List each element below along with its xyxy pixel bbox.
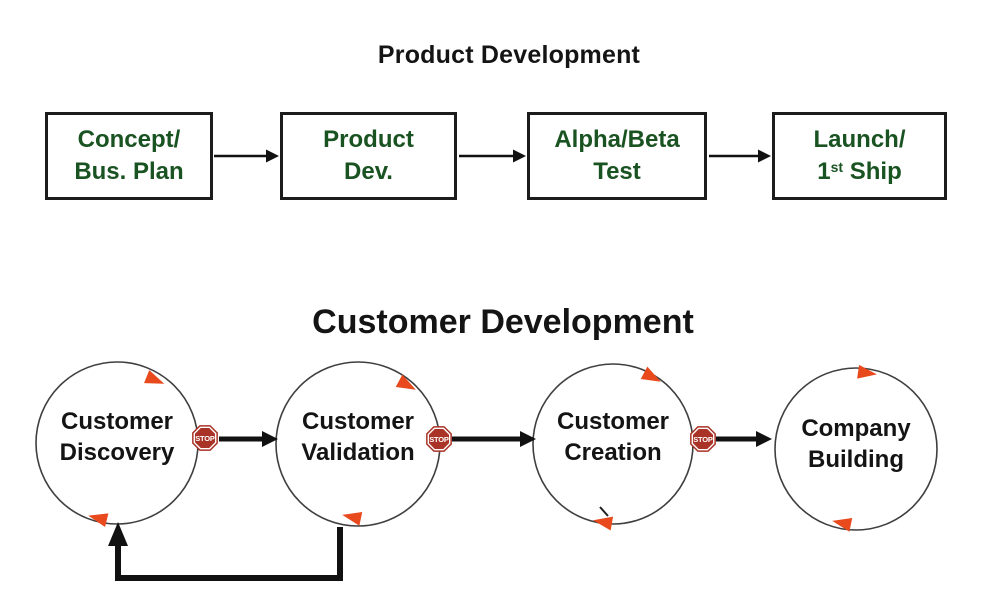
stop-sign-octagon	[426, 426, 452, 452]
circle-label-line: Building	[808, 446, 904, 473]
box-label-line: Dev.	[344, 158, 393, 185]
cycle-arrowhead-icon	[144, 370, 165, 384]
feedback-loop-arrow	[108, 522, 343, 581]
box-label-line: Product	[323, 126, 414, 153]
circle-connector-arrows	[219, 431, 772, 447]
cycle-arrowhead-icon	[640, 366, 661, 382]
circle-label-line: Company	[801, 415, 911, 442]
box-label-superscript: st	[830, 159, 844, 175]
box-label-line: Test	[593, 158, 641, 185]
stop-sign-label: STOP	[429, 435, 449, 444]
stop-sign-icon: STOP	[426, 426, 452, 452]
label-customer-creation: Customer Creation	[521, 406, 705, 468]
arrowhead-up-icon	[108, 522, 128, 546]
circle-label-line: Customer	[60, 408, 174, 435]
stop-sign-icon: STOP	[192, 425, 218, 451]
label-company-building: Company Building	[764, 413, 948, 475]
box-label-ordinal: 1	[817, 158, 831, 185]
cycle-arrowhead-icon	[593, 516, 614, 531]
arrowhead-icon	[266, 149, 279, 163]
box-concept-bus-plan: Concept/ Bus. Plan	[45, 112, 213, 200]
circle-company-building	[774, 367, 938, 531]
box-launch-first-ship: Launch/ 1st Ship	[772, 112, 947, 200]
arrowhead-icon	[262, 431, 278, 447]
cycle-arrowhead-icon	[857, 364, 877, 379]
stop-sign-icon: STOP	[690, 426, 716, 452]
box-label-line: Alpha/Beta	[554, 126, 680, 153]
stop-sign-ring	[193, 426, 217, 450]
box-label-rest: Ship	[843, 158, 902, 185]
circle-label-line: Creation	[564, 439, 662, 466]
box-alpha-beta-test: Alpha/Beta Test	[527, 112, 707, 200]
arrowhead-icon	[520, 431, 536, 447]
arrowhead-icon	[756, 431, 772, 447]
circle-label-line: Discovery	[59, 439, 175, 466]
cycle-arrowheads	[88, 364, 877, 532]
label-customer-discovery: Customer Discovery	[25, 406, 209, 468]
customer-development-title: Customer Development	[312, 303, 694, 341]
stop-sign-octagon	[690, 426, 716, 452]
arrowhead-icon	[513, 149, 526, 163]
stop-sign-label: STOP	[195, 434, 215, 443]
label-customer-validation: Customer Validation	[266, 406, 450, 468]
circle-label-line: Validation	[301, 439, 415, 466]
cycle-arrowhead-icon	[88, 513, 109, 527]
product-development-title: Product Development	[377, 41, 641, 69]
box-product-dev: Product Dev.	[280, 112, 457, 200]
stop-sign-label: STOP	[693, 435, 713, 444]
cycle-arrowhead-icon	[832, 518, 853, 532]
stop-sign-octagon	[192, 425, 218, 451]
box-label-line: Bus. Plan	[74, 158, 184, 185]
feedback-loop-line	[115, 527, 343, 581]
cycle-arrowhead-icon	[342, 512, 363, 526]
box-connector-arrows	[214, 149, 771, 163]
box-label-line: Concept/	[77, 126, 181, 153]
tick-mark	[599, 506, 609, 517]
stop-sign-ring	[427, 427, 451, 451]
circle-label-line: Customer	[556, 408, 670, 435]
circle-label-line: Customer	[301, 408, 415, 435]
arrowhead-icon	[758, 149, 771, 163]
stop-sign-ring	[691, 427, 715, 451]
box-label-line: 1st Ship	[817, 156, 901, 188]
box-label-line: Launch/	[813, 126, 906, 153]
cycle-arrowhead-icon	[395, 374, 416, 390]
